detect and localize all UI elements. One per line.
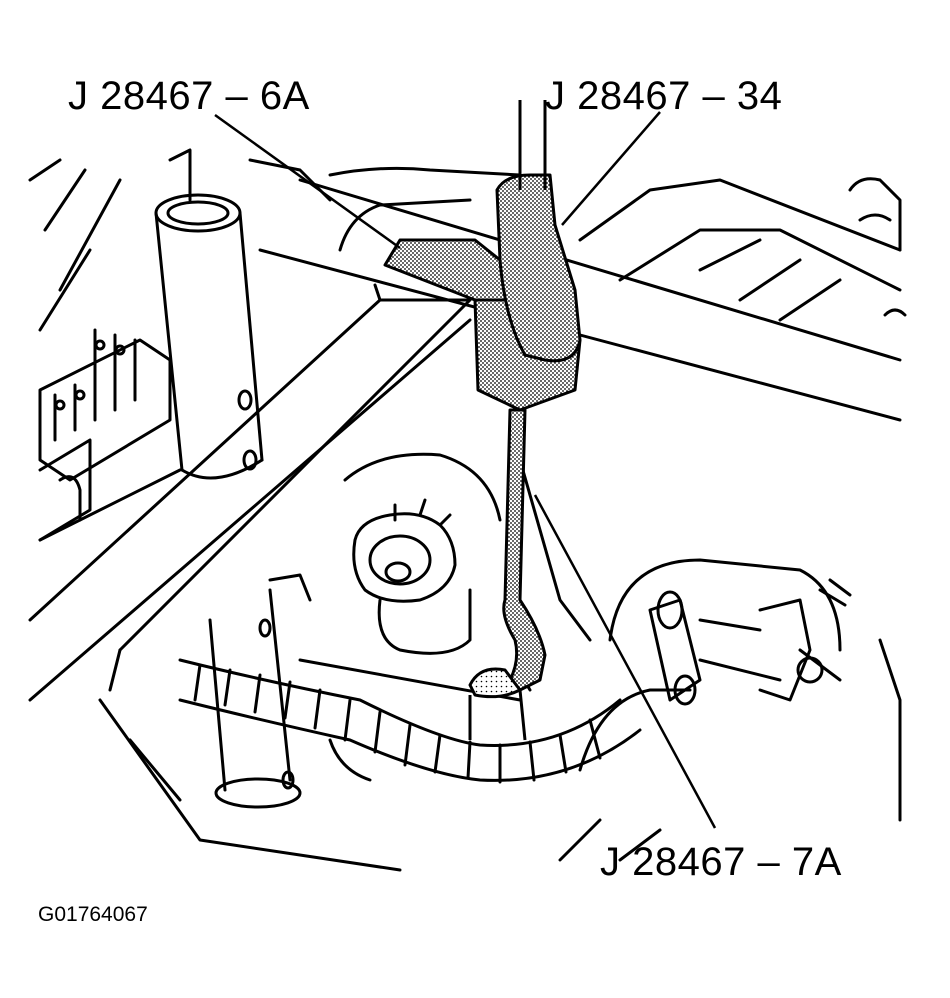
relay-block (38, 328, 182, 542)
callout-leaders (214, 111, 717, 829)
figure-id: G01764067 (38, 903, 148, 926)
engine-mount-bracket (558, 558, 902, 862)
lifting-rod (468, 408, 547, 741)
support-post-upper (154, 193, 264, 480)
intake-manifold (328, 166, 907, 322)
leader-34 (561, 111, 661, 226)
lift-hook (495, 100, 582, 363)
leader-6a (214, 113, 401, 250)
oil-filler-cap (343, 452, 502, 655)
leader-7a (533, 494, 717, 829)
callout-j28467-6a: J 28467 – 6A (68, 74, 310, 118)
callout-j28467-7a: J 28467 – 7A (600, 840, 842, 884)
support-post-lower (208, 573, 312, 809)
crossbar-beam (28, 283, 472, 702)
wiring-harness (178, 658, 642, 784)
callout-j28467-34: J 28467 – 34 (545, 74, 783, 118)
